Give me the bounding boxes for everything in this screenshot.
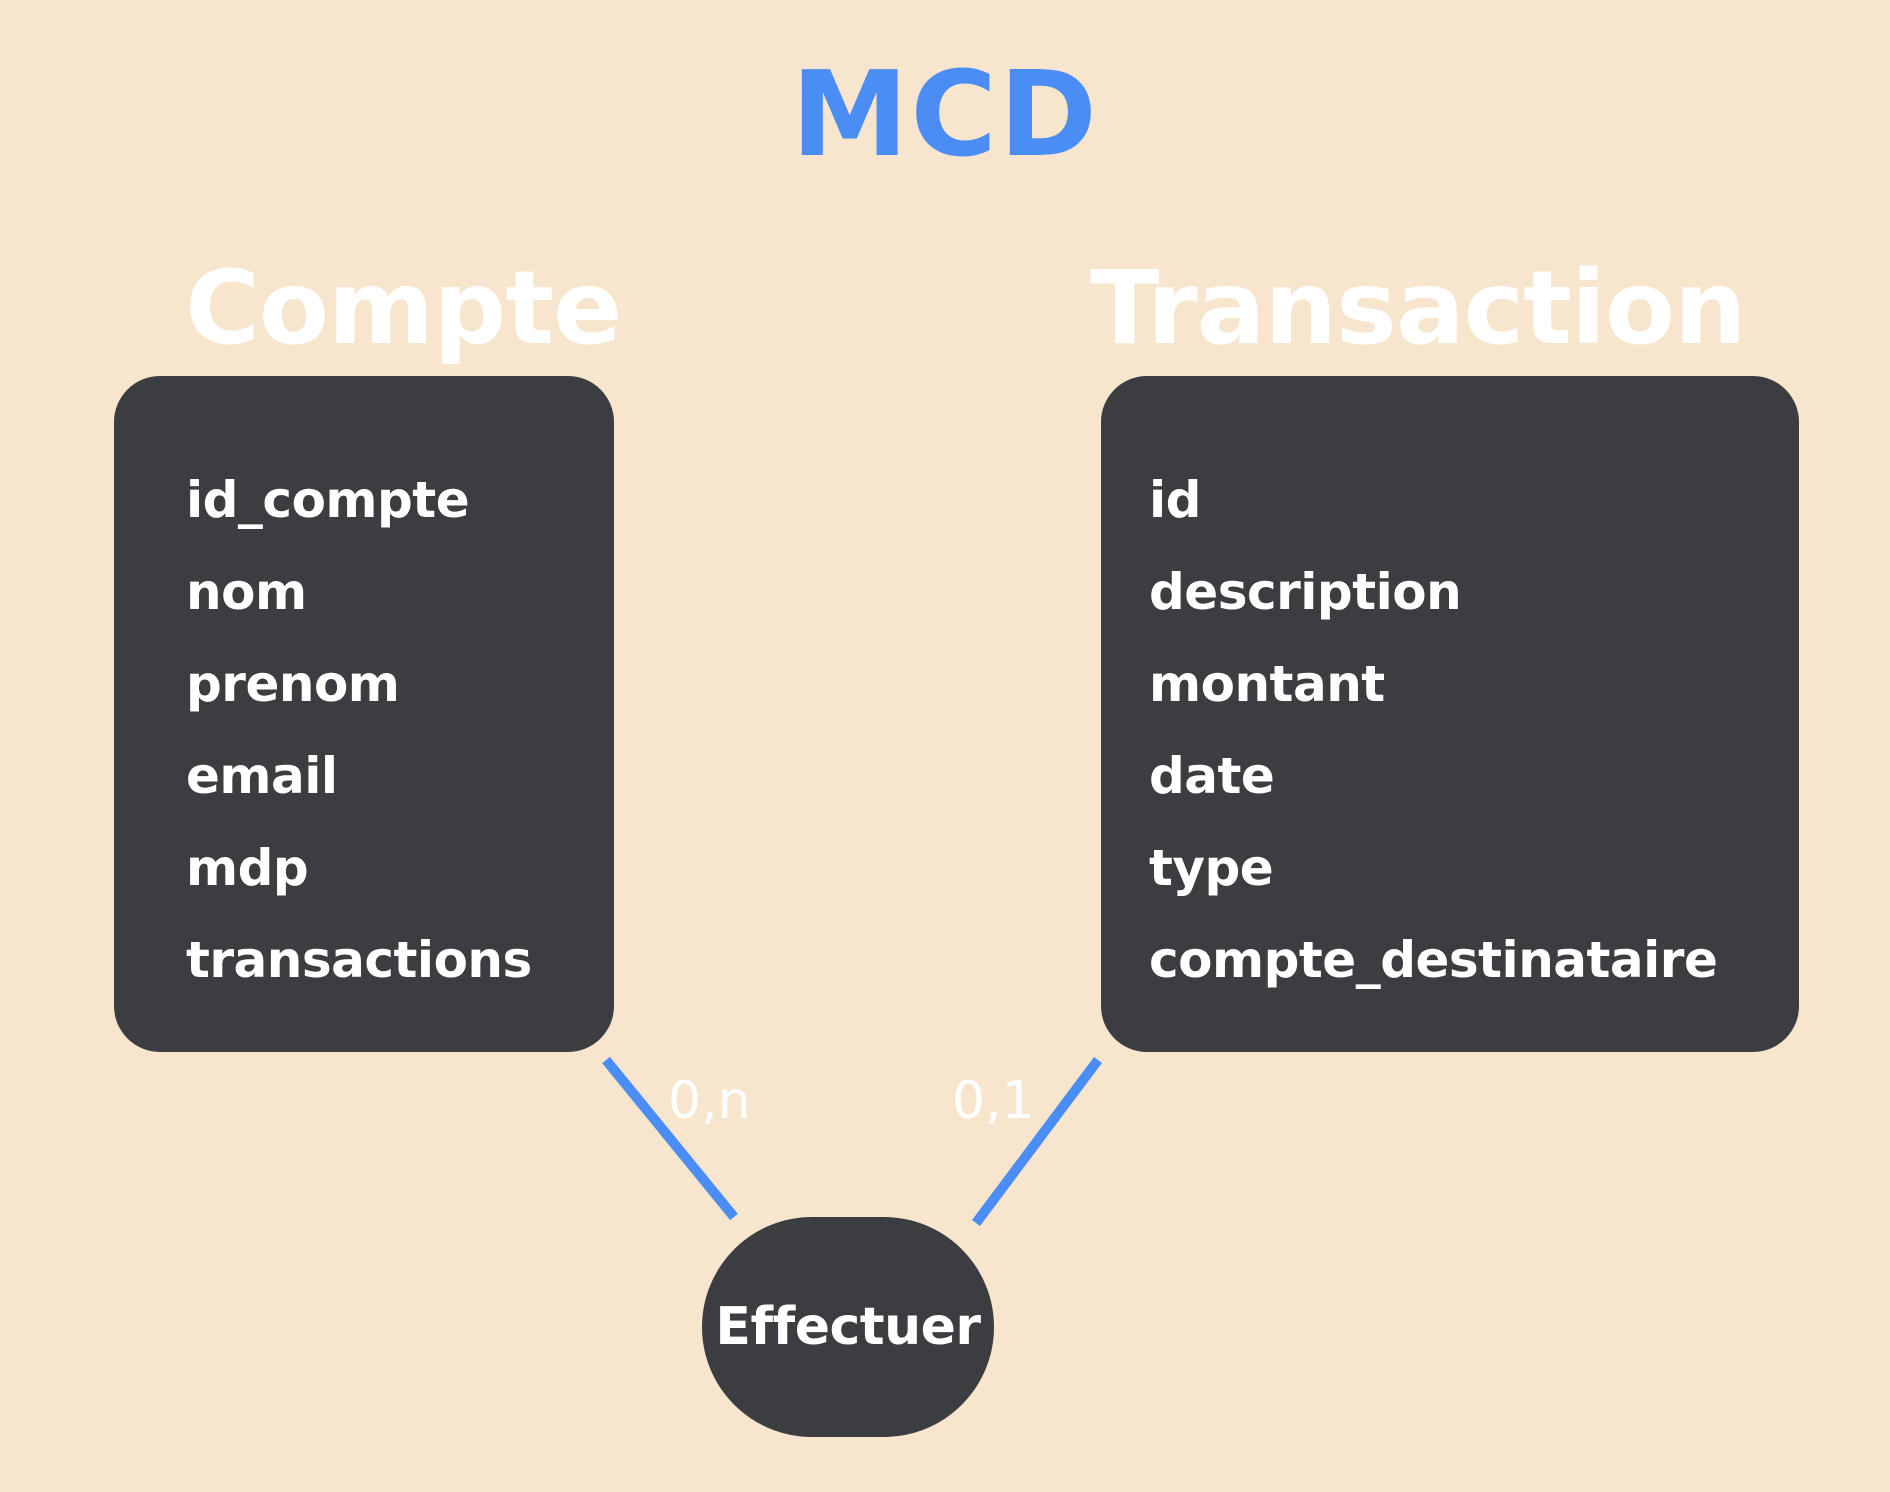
attribute: id_compte: [186, 471, 470, 529]
attribute-list: id_compte nom prenom email mdp transacti…: [186, 454, 532, 1006]
attribute-list: id description montant date type compte_…: [1149, 454, 1718, 1006]
link-compte-effectuer: [602, 1056, 738, 1221]
attribute: prenom: [186, 655, 400, 713]
cardinality-compte: 0,n: [668, 1071, 751, 1131]
diagram-title: MCD: [791, 45, 1099, 183]
entity-box-compte: id_compte nom prenom email mdp transacti…: [114, 376, 614, 1052]
attribute: montant: [1149, 655, 1385, 713]
entity-box-transaction: id description montant date type compte_…: [1101, 376, 1799, 1052]
attribute: nom: [186, 563, 307, 621]
association-label: Effectuer: [715, 1297, 981, 1357]
attribute: id: [1149, 471, 1201, 529]
attribute: email: [186, 747, 338, 805]
attribute: transactions: [186, 931, 532, 989]
attribute: compte_destinataire: [1149, 931, 1718, 989]
entity-title-compte: Compte: [185, 249, 622, 368]
association-effectuer: Effectuer: [702, 1217, 994, 1437]
link-transaction-effectuer: [971, 1057, 1103, 1226]
attribute: mdp: [186, 839, 309, 897]
attribute: description: [1149, 563, 1462, 621]
cardinality-transaction: 0,1: [952, 1071, 1035, 1131]
entity-title-transaction: Transaction: [1090, 249, 1747, 368]
attribute: date: [1149, 747, 1275, 805]
attribute: type: [1149, 839, 1274, 897]
